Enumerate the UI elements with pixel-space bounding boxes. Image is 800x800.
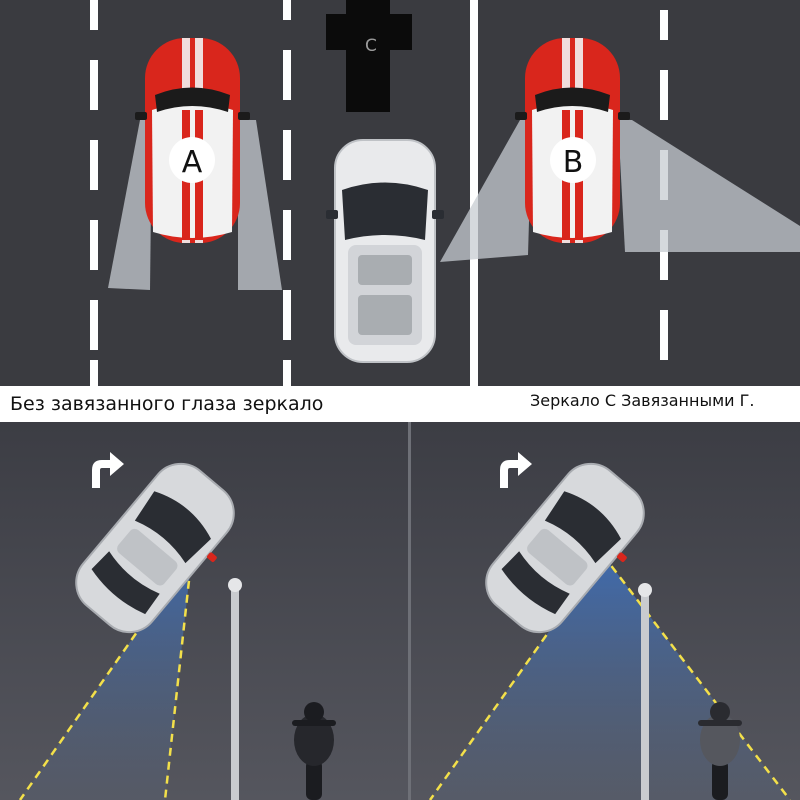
panel-divider <box>408 422 411 800</box>
car-a-right-mirror-field <box>238 120 282 290</box>
car-c-position-marker: C <box>326 0 412 112</box>
car-b-right-mirror-field <box>618 120 800 252</box>
street-pole <box>231 585 239 800</box>
car-a-left-mirror-field <box>108 120 152 290</box>
top-scene: C A <box>0 0 800 386</box>
motorcyclist-right <box>698 702 742 800</box>
wide-mirror-view-cone <box>430 555 790 800</box>
car-b-left-mirror <box>515 112 527 120</box>
car-b: B <box>515 38 630 243</box>
car-a-right-mirror <box>238 112 250 120</box>
motorcyclist-left <box>292 702 336 800</box>
car-b-left-mirror-field <box>440 120 532 262</box>
car-b-right-mirror <box>618 112 630 120</box>
right-mirror-marker-left <box>207 552 217 562</box>
turning-car-left <box>75 462 235 634</box>
car-c <box>326 139 444 363</box>
car-c-label: C <box>365 36 377 56</box>
caption-without-blind-spot-mirror: Без завязанного глаза зеркало <box>0 386 397 422</box>
cone-edge-right <box>602 554 791 800</box>
right-mirror-marker-right <box>617 552 627 562</box>
car-c-right-mirror <box>432 210 444 219</box>
car-a: A <box>135 38 250 243</box>
lane-markings <box>90 0 668 386</box>
car-c-left-mirror <box>326 210 338 219</box>
right-turn-arrow-icon <box>500 452 532 488</box>
right-turn-arrow-icon <box>92 452 124 488</box>
car-a-label: A <box>182 145 203 180</box>
turning-car-right <box>485 462 645 634</box>
bottom-left-scene <box>0 422 408 800</box>
car-b-label: B <box>563 145 584 180</box>
caption-with-blind-spot-mirror: Зеркало С Завязанными Г. <box>452 386 800 422</box>
bottom-right-scene <box>411 422 800 800</box>
car-a-left-mirror <box>135 112 147 120</box>
street-pole <box>641 590 649 800</box>
